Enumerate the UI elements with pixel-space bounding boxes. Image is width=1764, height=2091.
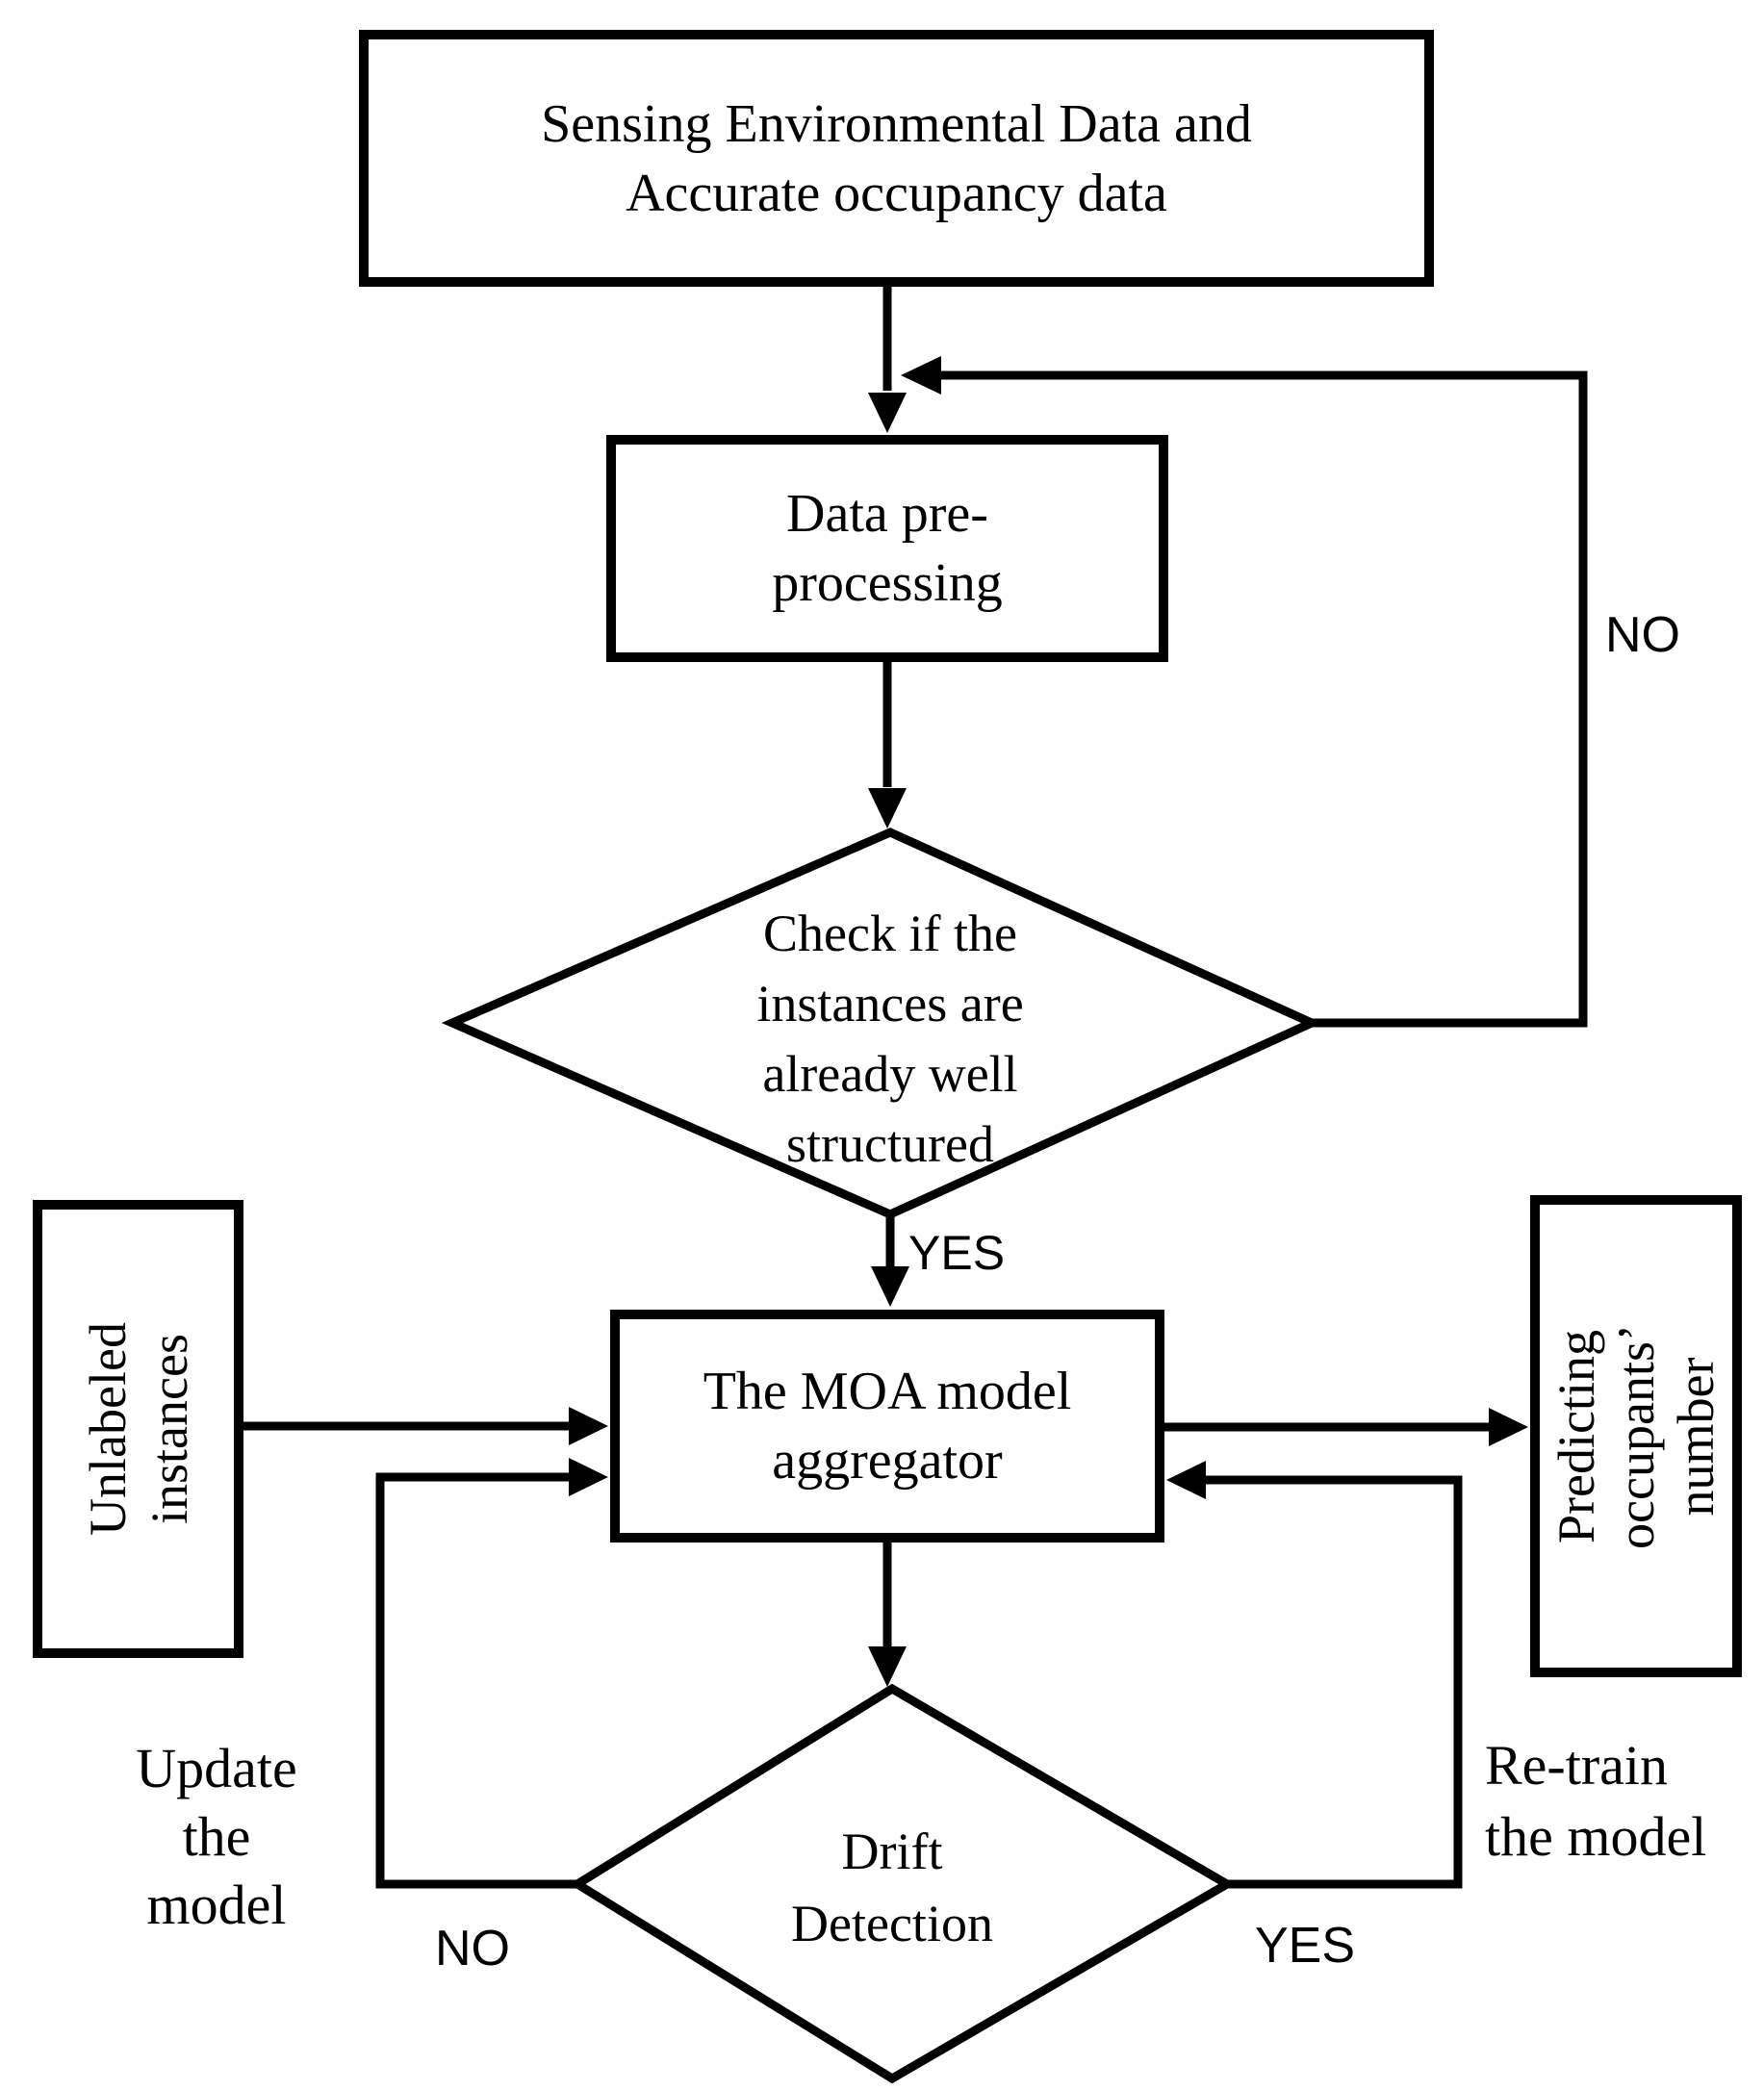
moa-aggregator-label: The MOA model aggregator [703, 1357, 1072, 1495]
arrowhead-no-feedback [901, 356, 941, 395]
unlabeled-instances-node: Unlabeled instances [33, 1200, 243, 1658]
sensing-line-1: Sensing Environmental Data and [541, 93, 1252, 154]
yes-label-bottom: YES [1255, 1918, 1356, 1974]
check-line-4: structured [786, 1115, 994, 1173]
retrain-line-1: Re-train [1485, 1734, 1669, 1797]
predicting-line-3: number [1667, 1357, 1725, 1516]
update-line-3: model [146, 1874, 287, 1936]
yes-label-top: YES [908, 1226, 1006, 1280]
check-line-1: Check if the [763, 905, 1017, 962]
sensing-data-node: Sensing Environmental Data and Accurate … [359, 30, 1434, 287]
check-structured-diamond [441, 828, 1322, 1219]
arrowhead-into-moa-top [871, 1266, 909, 1307]
data-preprocessing-label: Data pre- processing [772, 479, 1003, 618]
check-line-3: already well [762, 1045, 1018, 1103]
arrowhead-into-preprocessing [868, 393, 907, 433]
sensing-data-label: Sensing Environmental Data and Accurate … [541, 89, 1252, 228]
arrowhead-into-predicting [1489, 1408, 1528, 1446]
preprocessing-line-1: Data pre- [786, 484, 988, 544]
unlabeled-line-1: Unlabeled [78, 1322, 137, 1536]
predicting-occupants-label: Predicting occupants’ number [1547, 1324, 1726, 1549]
no-feedback-line [941, 370, 1588, 1028]
moa-aggregator-node: The MOA model aggregator [610, 1310, 1164, 1543]
drift-detection-diamond [569, 1683, 1236, 2084]
data-preprocessing-node: Data pre- processing [606, 435, 1168, 662]
retrain-loop-line [1206, 1475, 1463, 1889]
predicting-line-2: occupants’ [1607, 1323, 1665, 1549]
drift-detection-label: Drift Detection [652, 1816, 1133, 1960]
unlabeled-instances-label: Unlabeled instances [77, 1322, 200, 1536]
arrowhead-retrain-into-moa [1166, 1461, 1206, 1499]
drift-line-1: Drift [841, 1823, 943, 1880]
preprocessing-line-2: processing [772, 553, 1003, 613]
predicting-line-1: Predicting [1547, 1329, 1605, 1543]
retrain-line-2: the model [1485, 1805, 1707, 1868]
update-line-2: the [182, 1805, 251, 1868]
arrowhead-into-drift [868, 1646, 907, 1687]
arrowhead-into-moa-left [569, 1407, 608, 1445]
sensing-line-2: Accurate occupancy data [626, 163, 1167, 223]
check-structured-label: Check if the instances are already well … [601, 899, 1179, 1180]
unlabeled-line-2: instances [140, 1334, 198, 1524]
no-label-bottom: NO [435, 1921, 510, 1976]
drift-line-2: Detection [791, 1895, 993, 1952]
arrowhead-into-check [868, 788, 907, 829]
check-line-2: instances are [756, 975, 1024, 1033]
predicting-occupants-node: Predicting occupants’ number [1530, 1195, 1742, 1677]
update-model-label: Update the model [96, 1734, 337, 1939]
arrowhead-update-into-moa [569, 1458, 608, 1496]
update-line-1: Update [136, 1737, 297, 1799]
no-label-top: NO [1605, 607, 1680, 663]
update-model-loop-line [375, 1472, 577, 1889]
moa-line-1: The MOA model [703, 1362, 1072, 1421]
retrain-model-label: Re-train the model [1485, 1730, 1764, 1873]
moa-line-2: aggregator [772, 1431, 1003, 1491]
